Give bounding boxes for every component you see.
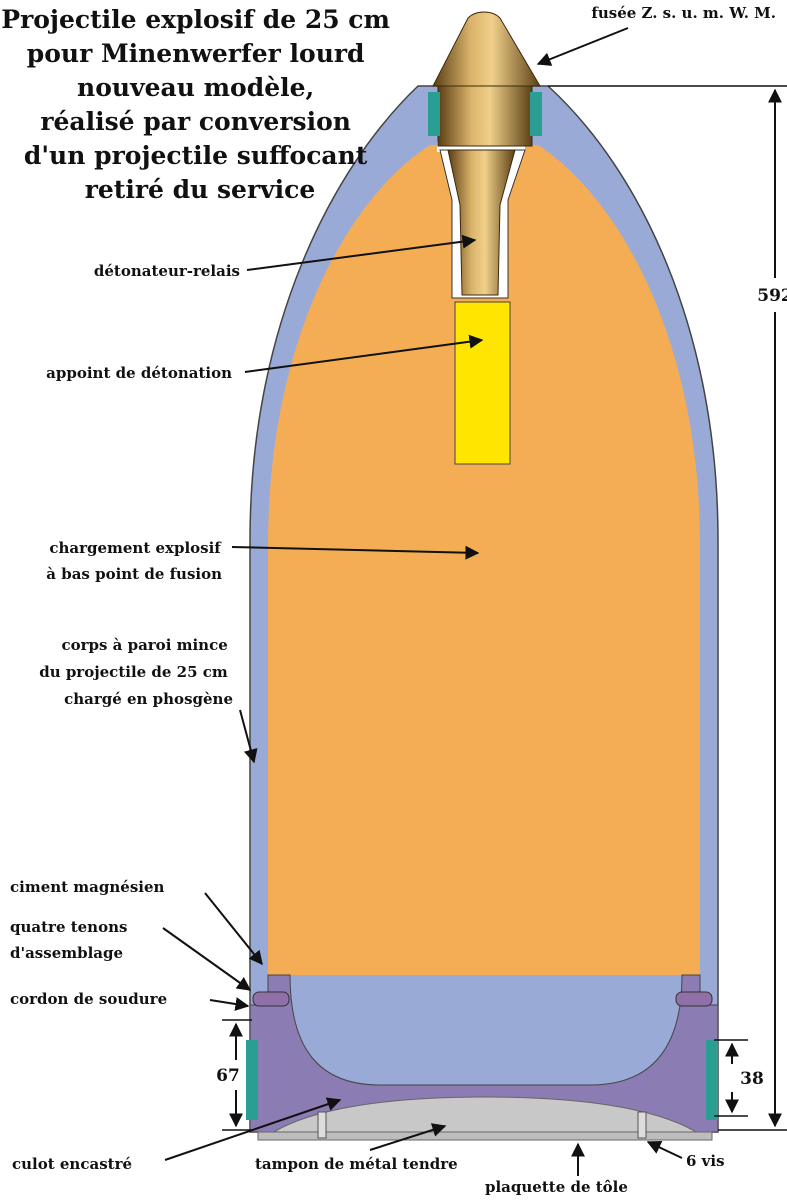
explosive-charge (268, 145, 700, 975)
arrow-weld (209, 997, 250, 1011)
label-charge: chargement explosif à bas point de fusio… (46, 539, 226, 583)
arrow-booster (244, 334, 484, 373)
screw-left (317, 1111, 327, 1139)
arrow-screws (646, 1141, 683, 1159)
dimension-base-value: 67 (216, 1066, 240, 1086)
cement-right (706, 1040, 718, 1120)
label-screws: 6 vis (686, 1152, 725, 1170)
fuse-seal-right (530, 92, 542, 136)
soft-metal-plug (260, 1096, 710, 1141)
base-plug-body (249, 974, 719, 1133)
tenon-left (252, 991, 290, 1007)
arrow-body (239, 709, 258, 764)
label-weld: cordon de soudure (10, 990, 167, 1008)
label-tenons: quatre tenons d'assemblage (10, 918, 133, 962)
arrow-plug (369, 1123, 447, 1151)
fuse-seal-left (428, 92, 440, 136)
label-plug: tampon de métal tendre (255, 1155, 458, 1173)
dimension-total: 592 (548, 85, 787, 1131)
arrow-tenons (162, 927, 252, 991)
dimension-total-value: 592 (757, 286, 787, 306)
label-plate: plaquette de tôle (485, 1178, 628, 1196)
dimension-insert: 38 (714, 1039, 764, 1117)
arrow-base (164, 1097, 342, 1161)
title: Projectile explosif de 25 cm pour Minenw… (1, 5, 398, 204)
dimension-base: 67 (216, 1019, 252, 1131)
label-body: corps à paroi mince du projectile de 25 … (39, 636, 233, 708)
fuse-threaded-body (437, 85, 533, 147)
cement-left (246, 1040, 258, 1120)
sheet-plate (257, 1131, 713, 1141)
arrow-charge (231, 545, 480, 560)
label-booster: appoint de détonation (46, 364, 232, 382)
fuse-assembly (428, 11, 542, 296)
label-base: culot encastré (12, 1155, 132, 1173)
fuse-relay-stem (447, 149, 516, 296)
dimension-insert-value: 38 (740, 1069, 764, 1089)
fuse-nose (432, 11, 541, 87)
arrow-cement (204, 892, 263, 966)
screw-right (637, 1111, 647, 1139)
arrow-relay (246, 234, 477, 271)
label-fuse: fusée Z. s. u. m. W. M. (591, 4, 776, 22)
fuse-pocket (437, 142, 525, 152)
tenon-right (675, 991, 713, 1007)
label-cement: ciment magnésien (10, 878, 165, 896)
label-relay: détonateur-relais (94, 262, 240, 280)
booster-charge (454, 301, 511, 465)
arrow-fuse (536, 27, 629, 66)
